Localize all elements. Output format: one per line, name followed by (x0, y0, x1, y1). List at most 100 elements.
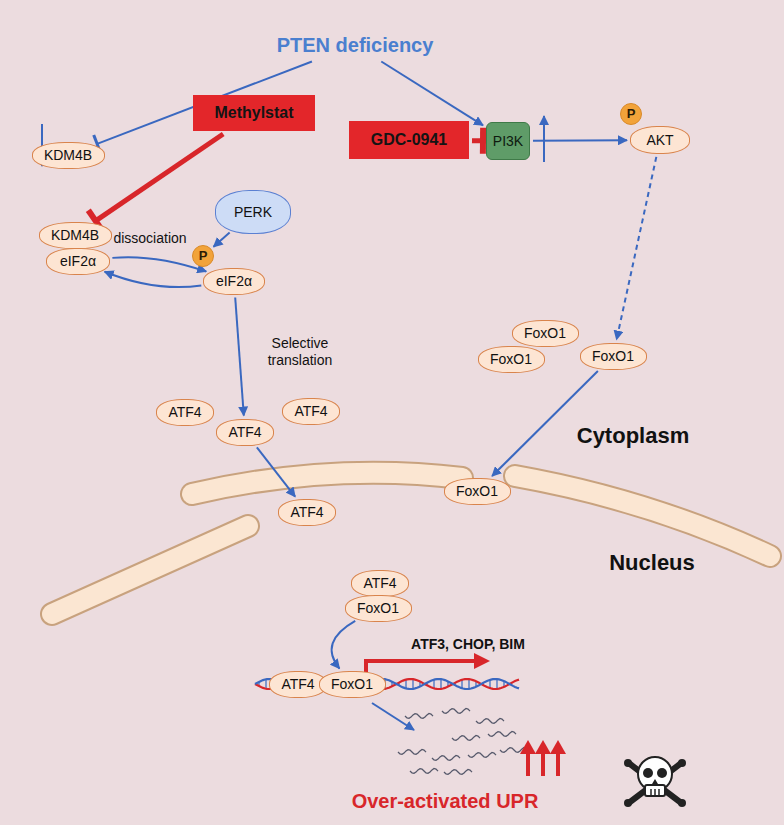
protein-shape: FoxO1 (512, 320, 579, 347)
edge-label: Selective translation (256, 335, 344, 369)
transcription-arrow-head (474, 653, 490, 669)
base-pair (496, 679, 497, 689)
node-label: ATF4 (290, 504, 323, 520)
bone-end (624, 759, 632, 767)
node-label: KDM4B (51, 227, 99, 243)
increase-arrow (543, 116, 545, 162)
protein-shape: FoxO1 (478, 346, 545, 373)
node-label: ATF4 (168, 404, 201, 420)
membrane-outline (515, 476, 770, 556)
eye (657, 768, 667, 778)
mrna-strand (488, 732, 516, 737)
activation-arrow (257, 447, 295, 496)
mrna-strand (442, 709, 470, 714)
membrane-outline (192, 473, 462, 494)
node-label: PTEN deficiency (277, 34, 434, 57)
arrow-shaft (526, 752, 530, 776)
activation-arrow (332, 621, 356, 669)
node-label: ATF4 (228, 424, 261, 440)
phospho-circle: P (620, 103, 642, 125)
arrow-head (535, 740, 551, 754)
tooth (658, 789, 660, 796)
node-label: FoxO1 (592, 348, 634, 364)
nose (652, 779, 658, 784)
membrane-fill (192, 473, 462, 494)
skull-icon (624, 757, 686, 807)
protein-shape: ATF4 (278, 499, 336, 526)
protein-shape: FoxO1 (580, 343, 647, 370)
node-label: ATF4 (363, 575, 396, 591)
bone-end (678, 759, 686, 767)
node-label: FoxO1 (357, 600, 399, 616)
node-label: eIF2α (216, 273, 252, 289)
node-label: ATF4 (281, 676, 314, 692)
upregulation-arrows (520, 740, 566, 776)
transcription-arrow (366, 661, 476, 672)
compartment-label: Cytoplasm (577, 423, 689, 449)
membrane-fill (52, 526, 248, 614)
protein-shape: eIF2α (46, 248, 110, 275)
protein-shape: FoxO1 (319, 671, 386, 698)
activation-arrow (235, 297, 244, 415)
node-label: P (199, 249, 208, 264)
node-label: GDC-0941 (371, 131, 447, 149)
kinase-shape: PERK (215, 190, 291, 234)
node-label: PERK (234, 204, 272, 220)
node-label: Methylstat (214, 104, 293, 122)
node-label: FoxO1 (456, 483, 498, 499)
inhibitor-box: GDC-0941 (349, 121, 469, 159)
arrow-shaft (541, 752, 545, 776)
mrna-strand (398, 750, 426, 755)
bone-end (678, 799, 686, 807)
bone-end (624, 799, 632, 807)
protein-shape: AKT (630, 126, 690, 154)
target-genes-label: ATF3, CHOP, BIM (411, 636, 525, 653)
node-label: ATF4 (294, 403, 327, 419)
node-label: P (627, 107, 636, 122)
nuclear-membrane (52, 473, 770, 614)
arrow-head (520, 740, 536, 754)
activation-arrow (105, 272, 202, 287)
activation-arrow (533, 139, 627, 142)
tooth (654, 789, 656, 796)
mrna-squiggles (398, 709, 528, 775)
node-label: eIF2α (60, 253, 96, 269)
mrna-strand (405, 714, 433, 719)
node-label: FoxO1 (331, 676, 373, 692)
membrane-fill (515, 476, 770, 556)
tooth (650, 789, 652, 796)
mrna-strand (444, 770, 472, 775)
compartment-label: Nucleus (609, 550, 695, 576)
base-pair (433, 680, 434, 689)
mrna-strand (468, 753, 496, 758)
protein-shape: eIF2α (203, 268, 265, 295)
protein-shape: FoxO1 (444, 478, 511, 505)
kinase-box: PI3K (486, 122, 530, 160)
arrow-head (550, 740, 566, 754)
activation-arrow (381, 62, 483, 126)
mrna-arrow (372, 703, 414, 730)
protein-shape: KDM4B (39, 222, 112, 249)
inhibitor-box: Methylstat (193, 95, 315, 131)
base-pair (468, 679, 469, 689)
protein-shape: ATF4 (282, 398, 340, 425)
protein-shape: ATF4 (216, 419, 274, 446)
activation-arrow (214, 233, 230, 247)
inhibition-line (96, 134, 224, 221)
protein-shape: ATF4 (156, 399, 214, 426)
outcome-label: Over-activated UPR (352, 789, 539, 813)
base-pair (440, 679, 441, 689)
protein-shape: FoxO1 (345, 595, 412, 622)
arrow-shaft (556, 752, 560, 776)
title-text-node: PTEN deficiency (273, 32, 438, 59)
membrane-outline (52, 526, 248, 614)
mrna-strand (452, 736, 480, 741)
base-pair (265, 679, 266, 688)
node-label: FoxO1 (490, 351, 532, 367)
node-label: PI3K (493, 133, 523, 149)
mrna-strand (432, 756, 460, 761)
edge-label: dissociation (111, 230, 188, 247)
activation-arrow (617, 157, 657, 340)
mrna-strand (410, 769, 438, 774)
